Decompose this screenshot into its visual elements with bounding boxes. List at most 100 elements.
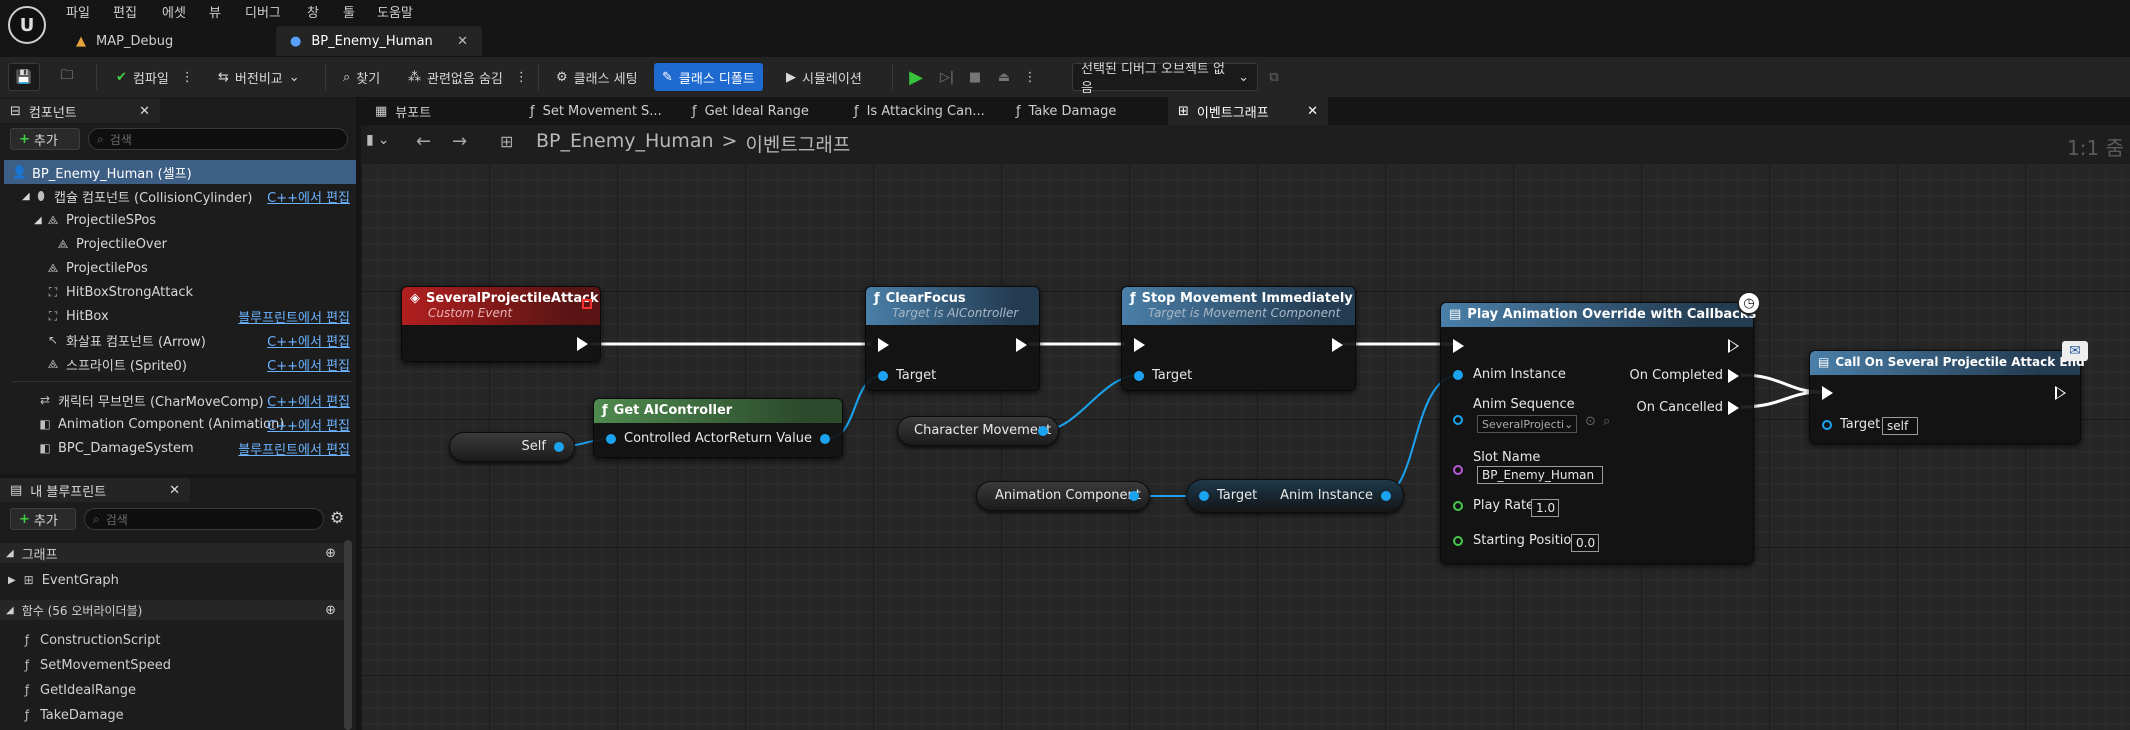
gear-icon[interactable]: ⚙ [330, 508, 345, 527]
menu-window[interactable]: 창 [307, 6, 319, 21]
anim-instance-pin[interactable] [1453, 370, 1463, 380]
close-icon[interactable]: ✕ [139, 103, 150, 119]
hide-unrelated-button[interactable]: ⁂ 관련없음 숨김 ⋮ [408, 69, 528, 87]
animation-component-output-pin[interactable] [1129, 491, 1139, 501]
menu-tools[interactable]: 툴 [343, 6, 355, 21]
edit-in-cpp-link[interactable]: C++에서 편집 [267, 190, 350, 206]
tree-item-damage-system[interactable]: ◧ BPC_DamageSystem 블루프린트에서 편집 [39, 440, 350, 458]
custom-event-node[interactable]: ◈SeveralProjectileAttack Custom Event [401, 286, 601, 362]
close-icon[interactable]: ✕ [457, 33, 468, 49]
play-rate-input[interactable]: 1.0 [1531, 499, 1559, 517]
tree-item-projectile-pos[interactable]: ⟁ ProjectilePos [47, 260, 148, 276]
exec-output-pin[interactable] [1332, 338, 1343, 352]
exec-input-pin[interactable] [1822, 386, 1833, 400]
character-movement-output-pin[interactable] [1038, 426, 1048, 436]
components-search-input[interactable]: ⌕ 검색 [88, 128, 348, 150]
anim-sequence-dropdown[interactable]: SeveralProjecti ⌄ [1477, 415, 1577, 433]
edit-in-cpp-link[interactable]: C++에서 편집 [267, 394, 350, 410]
anim-instance-getter[interactable]: Target Anim Instance [1186, 479, 1404, 513]
graphs-section-header[interactable]: ◢ 그래프 ⊕ [0, 543, 344, 563]
animation-component-getter[interactable]: Animation Component [976, 481, 1150, 511]
edit-in-cpp-link[interactable]: C++에서 편집 [267, 358, 350, 374]
my-blueprint-tab[interactable]: ▤ 내 블루프린트 ✕ [0, 478, 190, 502]
more-options-icon[interactable]: ⋮ [180, 69, 194, 85]
tree-item-self[interactable]: 👤 BP_Enemy_Human (셀프) [4, 160, 356, 184]
browse-asset-icon[interactable]: ⌕ [1603, 414, 1611, 429]
menu-help[interactable]: 도움말 [377, 6, 413, 21]
my-blueprint-scrollbar[interactable] [344, 540, 352, 730]
find-button[interactable]: ⌕ 찾기 [343, 69, 381, 87]
eject-button[interactable]: ⏏ [990, 63, 1018, 91]
delegate-pin[interactable] [582, 299, 592, 309]
exec-input-pin[interactable] [878, 338, 889, 352]
play-rate-pin[interactable] [1453, 501, 1463, 511]
class-defaults-button[interactable]: ✎ 클래스 디폴트 [654, 63, 763, 91]
more-options-icon[interactable]: ⋮ [514, 69, 528, 85]
stop-button[interactable]: ■ [962, 63, 988, 91]
exec-output-pin[interactable] [1728, 339, 1739, 353]
edit-in-cpp-link[interactable]: C++에서 편집 [267, 334, 350, 350]
tab-viewport[interactable]: ▦뷰포트 [375, 103, 432, 121]
diff-button[interactable]: ⇆ 버전비교 ⌄ [218, 69, 300, 87]
simulation-button[interactable]: ▶ 시뮬레이션 [786, 69, 862, 87]
unreal-logo-icon[interactable]: U [8, 6, 46, 44]
tree-item-animation-component[interactable]: ◧ Animation Component (Animation) C++에서 … [39, 416, 350, 434]
play-animation-node[interactable]: ▤Play Animation Override with Callbacks … [1440, 291, 1761, 564]
close-icon[interactable]: ✕ [169, 482, 180, 498]
add-circle-icon[interactable]: ⊕ [325, 602, 336, 618]
controlled-actor-pin[interactable] [606, 434, 616, 444]
menu-view[interactable]: 뷰 [209, 6, 221, 21]
tree-item-projectile-spos[interactable]: ◢ ⟁ ProjectileSPos [34, 212, 157, 228]
menu-file[interactable]: 파일 [66, 6, 90, 21]
target-pin[interactable] [1134, 371, 1144, 381]
add-circle-icon[interactable]: ⊕ [325, 545, 336, 561]
exec-output-pin[interactable] [1016, 338, 1027, 352]
play-button[interactable]: ▶ [902, 63, 930, 91]
back-arrow-icon[interactable]: ← [416, 131, 432, 152]
doc-tab-bp-enemy-human[interactable]: ● BP_Enemy_Human ✕ [276, 26, 482, 56]
add-component-button[interactable]: + 추가 [10, 128, 80, 150]
tree-item-hitbox[interactable]: ⛶ HitBox 블루프린트에서 편집 [4, 304, 356, 328]
compile-button[interactable]: ✔ 컴파일 ⋮ [116, 69, 194, 87]
tree-item-hitbox-strong-attack[interactable]: ⛶ HitBoxStrongAttack [4, 280, 356, 304]
on-completed-pin[interactable] [1728, 369, 1739, 383]
starting-position-pin[interactable] [1453, 536, 1463, 546]
target-pin[interactable] [1822, 420, 1832, 430]
anim-instance-output-pin[interactable] [1381, 491, 1391, 501]
exec-input-pin[interactable] [1134, 338, 1145, 352]
class-settings-button[interactable]: ⚙ 클래스 세팅 [556, 69, 638, 87]
tree-item-projectile-over[interactable]: ⟁ ProjectileOver [57, 236, 167, 252]
target-pin[interactable] [1199, 491, 1209, 501]
close-icon[interactable]: ✕ [1307, 103, 1318, 119]
expand-arrow-icon[interactable]: ◢ [22, 190, 30, 202]
use-selected-icon[interactable]: ⊙ [1585, 414, 1596, 429]
functions-section-header[interactable]: ◢ 함수 (56 오버라이더블) ⊕ [0, 600, 344, 620]
self-output-pin[interactable] [554, 442, 564, 452]
starting-position-input[interactable]: 0.0 [1571, 534, 1599, 552]
play-options-button[interactable]: ⋮ [1020, 63, 1040, 91]
call-attack-end-node[interactable]: ▤Call On Several Projectile Attack End ✉… [1809, 341, 2088, 444]
breadcrumb-current[interactable]: 이벤트그래프 [745, 134, 851, 156]
slot-name-pin[interactable] [1453, 465, 1463, 475]
add-new-button[interactable]: + 추가 [10, 508, 76, 530]
browse-button[interactable]: 🗀 [50, 63, 84, 91]
doc-tab-map-debug[interactable]: ▲ MAP_Debug [76, 33, 174, 49]
breadcrumb-root[interactable]: BP_Enemy_Human [536, 130, 714, 152]
edit-in-cpp-link[interactable]: C++에서 편집 [267, 418, 350, 434]
components-panel-tab[interactable]: ⊟ 컴포넌트 ✕ [0, 99, 160, 123]
forward-arrow-icon[interactable]: → [452, 131, 468, 152]
tree-item-capsule[interactable]: ◢ ⬮ 캡슐 컴포넌트 (CollisionCylinder) C++에서 편집 [22, 188, 350, 206]
self-reference-node[interactable]: Self [449, 432, 575, 462]
my-blueprint-search-input[interactable]: ⌕ 검색 [84, 508, 324, 530]
target-pin[interactable] [878, 371, 888, 381]
graph-item-eventgraph[interactable]: ▶ ⊞ EventGraph [8, 572, 119, 588]
save-button[interactable]: 💾 [8, 63, 40, 91]
exec-output-pin[interactable] [577, 337, 588, 351]
